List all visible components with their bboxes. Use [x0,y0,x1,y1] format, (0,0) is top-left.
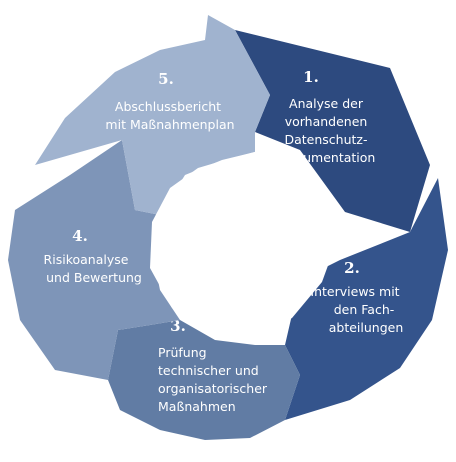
step-5-number: 5. [158,70,174,88]
center-hole [150,150,338,340]
step-1-number: 1. [303,68,319,86]
step-4-number: 4. [72,227,88,245]
step-4-label: Risikoanalyse und Bewertung [44,252,142,285]
cycle-step-4: 4. Risikoanalyse und Bewertung [8,140,180,380]
cycle-step-1: 1. Analyse der vorhandenen Datenschutz- … [235,30,430,232]
step-4-arrow [8,140,180,380]
step-2-line-1: Interviews mit [310,284,399,299]
step-5-line-1: Abschlussbericht [115,99,221,114]
step-3-line-3: organisatorischer [158,381,268,396]
step-1-line-3: Datenschutz- [285,132,368,147]
step-2-label: Interviews mit den Fach- abteilungen [310,284,403,335]
step-1-line-1: Analyse der [289,96,364,111]
step-1-label: Analyse der vorhandenen Datenschutz- dok… [281,96,376,165]
step-2-number: 2. [344,259,360,277]
step-3-line-1: Prüfung [158,345,207,360]
step-1-line-4: dokumentation [281,150,376,165]
step-3-line-4: Maßnahmen [158,399,236,414]
step-1-line-2: vorhandenen [285,114,368,129]
cycle-step-5: 5. Abschlussbericht mit Maßnahmenplan [35,15,270,215]
step-2-line-2: den Fach- [334,302,395,317]
step-2-line-3: abteilungen [329,320,404,335]
step-3-label: Prüfung technischer und organisatorische… [158,345,271,414]
step-5-arrow [35,15,270,215]
step-5-label: Abschlussbericht mit Maßnahmenplan [105,99,234,132]
cycle-step-2: 2. Interviews mit den Fach- abteilungen [285,178,448,420]
step-1-arrow [235,30,430,232]
step-4-line-2: und Bewertung [46,270,142,285]
step-2-arrow [285,178,448,420]
step-3-number: 3. [170,317,186,335]
step-5-line-2: mit Maßnahmenplan [105,117,234,132]
step-4-line-1: Risikoanalyse [44,252,129,267]
cycle-step-3: 3. Prüfung technischer und organisatoris… [108,317,300,440]
step-3-arrow [108,320,300,440]
step-3-line-2: technischer und [158,363,259,378]
